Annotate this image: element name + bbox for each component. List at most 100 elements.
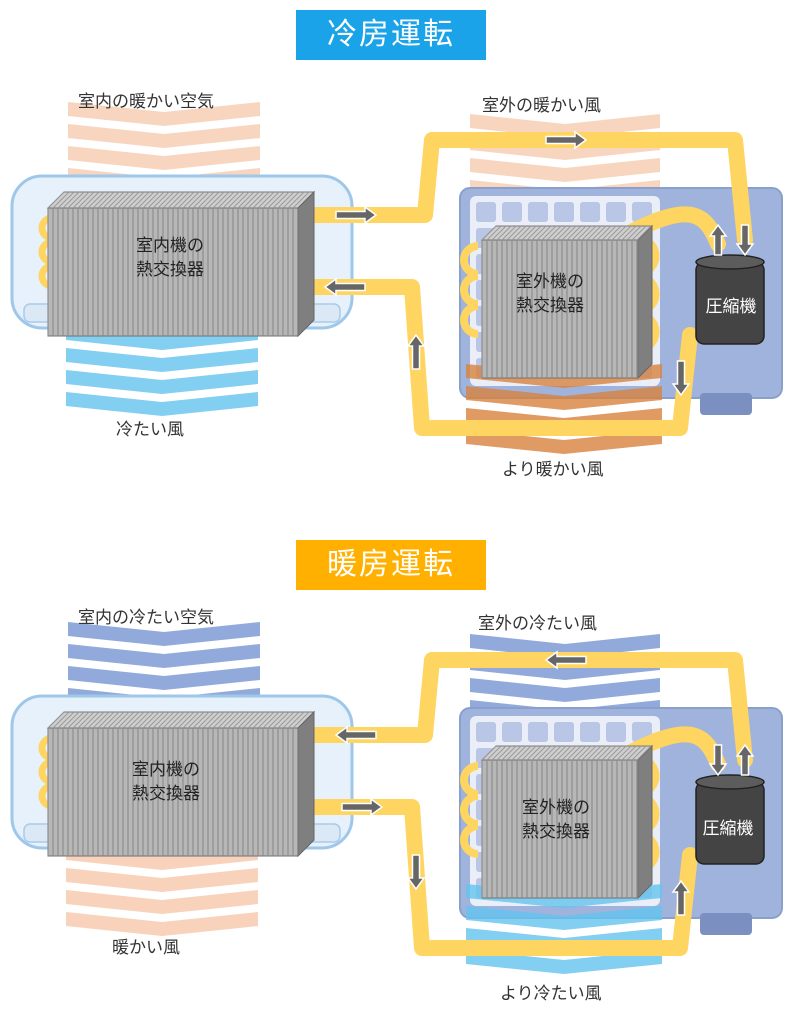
heating-compressor-label: 圧縮機 xyxy=(702,819,754,839)
heating-compressor-top xyxy=(695,774,765,790)
cooling-indoor-hx-topfin-17 xyxy=(127,191,145,209)
heating-outdoor-unit-grille-cell xyxy=(476,722,496,742)
heating-indoor-intake-band-1 xyxy=(68,622,260,646)
heating-outdoor-hx-line1: 室外機の xyxy=(522,798,590,818)
cooling-indoor-hx-topfin-26 xyxy=(172,191,190,209)
heating-indoor-hx-topfin-26 xyxy=(172,711,190,729)
cooling-indoor-hx-topfin-7 xyxy=(77,191,95,209)
heating-outdoor-hx-topfin-4 xyxy=(496,745,512,761)
heating-indoor-hx-topfin-6 xyxy=(72,711,90,729)
cooling-indoor-hx-topfin-27 xyxy=(177,191,195,209)
heating-indoor-intake-label: 室内の冷たい空気 xyxy=(78,608,214,628)
cooling-outdoor-hx-topfin-3 xyxy=(491,225,507,241)
cooling-indoor-hx-topfin-18 xyxy=(132,191,150,209)
cooling-indoor-hx xyxy=(46,190,316,338)
cooling-outdoor-hx-topfin-5 xyxy=(501,225,517,241)
cooling-arrow-1-shape xyxy=(335,205,378,225)
heating-indoor-hx-topfin-39 xyxy=(237,711,255,729)
cooling-indoor-hx-topfin-24 xyxy=(162,191,180,209)
cooling-pipe-top xyxy=(292,132,753,248)
heating-arrow-7-shape xyxy=(341,797,384,817)
cooling-outdoor-unit-grille-cell xyxy=(476,202,496,222)
heating-outdoor-unit-grille-cell xyxy=(502,722,522,742)
heating-indoor-hx-side xyxy=(297,710,315,858)
cooling-indoor-hx-topfin-11 xyxy=(97,191,115,209)
heating-indoor-hx-topfin-40 xyxy=(242,711,260,729)
cooling-outdoor-hx-topfin-11 xyxy=(531,225,547,241)
heating-outdoor-hx-topfin-12 xyxy=(536,745,552,761)
heating-outdoor-hx-topfin-14 xyxy=(546,745,562,761)
cooling-outdoor-unit-grille-cell xyxy=(554,202,574,222)
heating-indoor-intake-band-3 xyxy=(68,666,260,690)
cooling-outdoor-hx-topfin-10 xyxy=(526,225,542,241)
cooling-outdoor-hx-topfin-9 xyxy=(521,225,537,241)
cooling-outdoor-unit-foot xyxy=(700,393,752,415)
cooling-indoor-hx-topfin-50 xyxy=(292,191,310,209)
heating-outdoor-intake-label: 室外の冷たい風 xyxy=(478,614,597,634)
cooling-outdoor-hx-topfin-16 xyxy=(556,225,572,241)
heating-indoor-hx-topfin-20 xyxy=(142,711,160,729)
heating-indoor-hx-topfin-3 xyxy=(57,711,75,729)
heating-indoor-hx-topfin-22 xyxy=(152,711,170,729)
heating-outdoor-hx-topfin-11 xyxy=(531,745,547,761)
cooling-arrow-6-shape xyxy=(406,333,426,370)
cooling-indoor-hx-topfin-37 xyxy=(227,191,245,209)
cooling-indoor-hx-topfin-47 xyxy=(277,191,295,209)
cooling-indoor-hx-topfin-31 xyxy=(197,191,215,209)
cooling-indoor-hx-topfin-42 xyxy=(252,191,270,209)
cooling-indoor-hx-topfin-8 xyxy=(82,191,100,209)
heating-indoor-hx-topfin-23 xyxy=(157,711,175,729)
heating-outdoor-hx-topfin-3 xyxy=(491,745,507,761)
cooling-outdoor-hx-side xyxy=(637,224,653,380)
heating-indoor-hx-topfin-14 xyxy=(112,711,130,729)
heating-indoor-hx-topfin-34 xyxy=(212,711,230,729)
cooling-outdoor-hx-topfin-4 xyxy=(496,225,512,241)
cooling-outdoor-intake-label: 室外の暖かい風 xyxy=(482,96,601,116)
heating-indoor-hx xyxy=(46,710,316,858)
cooling-indoor-hx-topfin-9 xyxy=(87,191,105,209)
cooling-outdoor-hx xyxy=(480,224,654,380)
cooling-outdoor-hx-topfin-29 xyxy=(621,225,637,241)
cooling-indoor-hx-topfin-14 xyxy=(112,191,130,209)
heating-outdoor-hx-topfin-7 xyxy=(511,745,527,761)
heating-arrow-5 xyxy=(671,879,691,916)
heating-indoor-output-band-2 xyxy=(66,868,258,892)
heating-outdoor-hx xyxy=(480,744,654,900)
heating-indoor-hx-topfin-15 xyxy=(117,711,135,729)
cooling-indoor-hx-topfin-41 xyxy=(247,191,265,209)
cooling-outdoor-hx-topfin-2 xyxy=(486,225,502,241)
heating-outdoor-hx-topfin-16 xyxy=(556,745,572,761)
heating-outdoor-hx-topfin-2 xyxy=(486,745,502,761)
cooling-indoor-hx-topfin-5 xyxy=(67,191,85,209)
cooling-arrow-5-shape xyxy=(671,360,691,397)
cooling-outdoor-hx-topfin-8 xyxy=(516,225,532,241)
cooling-indoor-hx-topfin-28 xyxy=(182,191,200,209)
heating-outdoor-coil-3 xyxy=(460,822,479,858)
cooling-outdoor-hx-topfin-31 xyxy=(631,225,647,241)
heating-outdoor-hx-topfin-6 xyxy=(506,745,522,761)
cooling-indoor-hx-topfin-20 xyxy=(142,191,160,209)
cooling-outdoor-output-band-2 xyxy=(466,386,662,410)
cooling-indoor-hx-topfin-10 xyxy=(92,191,110,209)
heating-outdoor-hx-topfin-1 xyxy=(481,745,497,761)
cooling-indoor-hx-topfin-45 xyxy=(267,191,285,209)
heating-indoor-hx-topfin-1 xyxy=(47,711,65,729)
cooling-indoor-hx-label: 室内機の 熱交換器 xyxy=(110,234,230,282)
cooling-indoor-hx-topfin-40 xyxy=(242,191,260,209)
heating-outdoor-unit-grille-cell xyxy=(528,722,548,742)
heating-outdoor-unit-grille-cell xyxy=(580,722,600,742)
cooling-outdoor-hx-topfin-30 xyxy=(626,225,642,241)
cooling-indoor-hx-line2: 熱交換器 xyxy=(136,260,204,280)
heating-outdoor-hx-topfin-32 xyxy=(636,745,652,761)
heating-outdoor-output-band-2 xyxy=(466,906,662,930)
cooling-indoor-hx-topfin-43 xyxy=(257,191,275,209)
cooling-indoor-output-label: 冷たい風 xyxy=(116,420,184,440)
cooling-outdoor-unit-grille-cell xyxy=(528,202,548,222)
heating-indoor-hx-topfin-17 xyxy=(127,711,145,729)
heating-outdoor-hx-line2: 熱交換器 xyxy=(522,822,590,842)
cooling-indoor-hx-topfin-25 xyxy=(167,191,185,209)
heating-indoor-hx-topfin-30 xyxy=(192,711,210,729)
heating-outdoor-hx-topfin-28 xyxy=(616,745,632,761)
heating-arrow-3 xyxy=(708,744,728,777)
